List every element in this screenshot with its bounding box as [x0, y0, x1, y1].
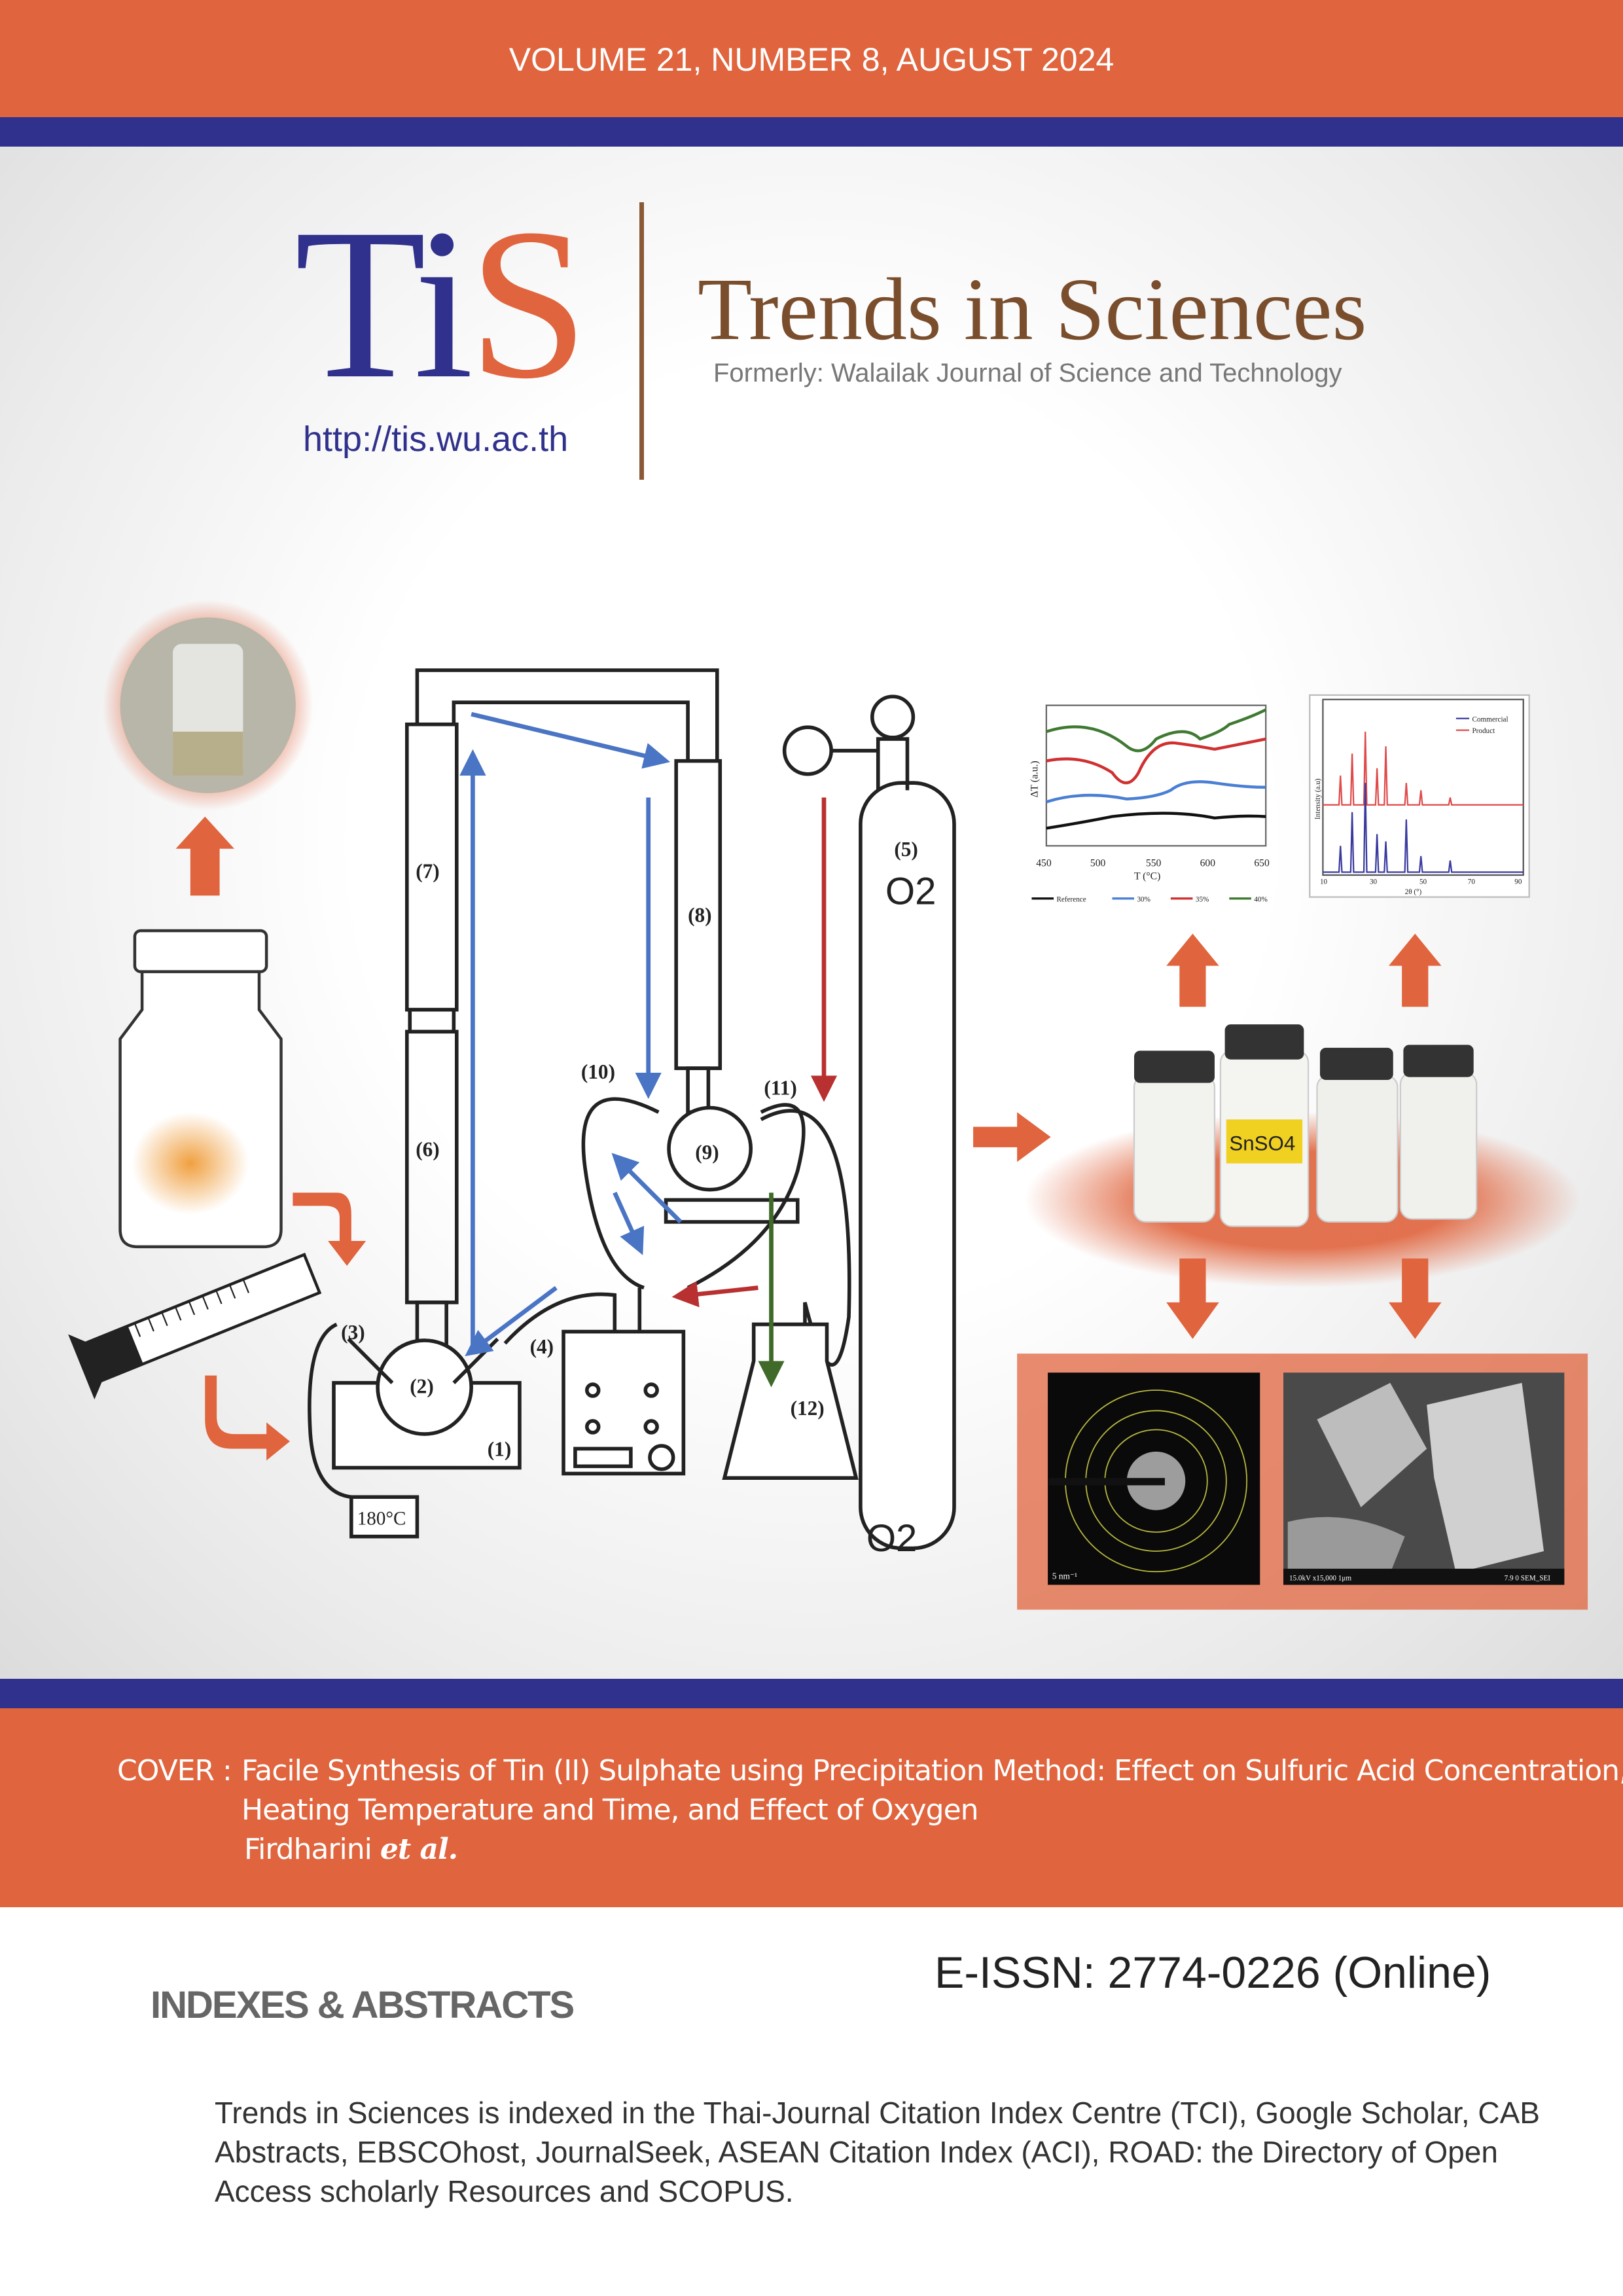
eissn: E-ISSN: 2774-0226 (Online)	[935, 1948, 1491, 1998]
curved-arrow-icon	[205, 1375, 290, 1461]
dta-xlabel: T (°C)	[1134, 871, 1160, 882]
saed-scale: 5 nm⁻¹	[1052, 1571, 1077, 1581]
vial-label: SnSO4	[1229, 1132, 1295, 1155]
xrd-xtick: 90	[1514, 878, 1522, 886]
cover-title-line1: Facile Synthesis of Tin (II) Sulphate us…	[241, 1754, 1623, 1787]
cover-title-line2: Heating Temperature and Time, and Effect…	[241, 1793, 979, 1827]
series-40	[1046, 708, 1267, 753]
label-6: (6)	[416, 1138, 440, 1160]
volume-issue: VOLUME 21, NUMBER 8, AUGUST 2024	[508, 41, 1115, 78]
graduated-cylinder	[68, 1253, 322, 1400]
arrow-right-icon	[973, 1112, 1051, 1162]
cover-story-banner: COVER : Facile Synthesis of Tin (II) Sul…	[0, 1708, 1623, 1907]
o2-label: O2	[885, 870, 936, 913]
dta-xtick: 500	[1090, 858, 1106, 869]
legend-commercial: Commercial	[1472, 715, 1508, 723]
dta-xtick: 600	[1200, 858, 1216, 869]
cover-author: Firdharini et al.	[244, 1833, 458, 1866]
indexes-heading: INDEXES & ABSTRACTS	[151, 1984, 575, 2026]
o2-label-bottom: O2	[866, 1517, 918, 1560]
xrd-commercial	[1323, 783, 1524, 873]
label-5: (5)	[894, 838, 918, 861]
sem-id: 7.9 0 SEM_SEI	[1505, 1575, 1551, 1583]
temperature-label: 180°C	[357, 1509, 406, 1530]
legend-product: Product	[1472, 727, 1495, 735]
dta-xtick: 550	[1146, 858, 1162, 869]
label-8: (8)	[688, 904, 712, 927]
curved-arrow-icon	[293, 1193, 366, 1266]
label-2: (2)	[410, 1374, 433, 1397]
xrd-xtick: 70	[1468, 878, 1476, 886]
xrd-xtick: 30	[1370, 878, 1378, 886]
xrd-xlabel: 2θ (°)	[1405, 888, 1422, 896]
arrow-up-icon	[1166, 933, 1219, 1007]
indexes-text: Trends in Sciences is indexed in the Tha…	[215, 2096, 1540, 2208]
sem-image: 15.0kV x15,000 1μm 7.9 0 SEM_SEI	[1283, 1372, 1565, 1585]
logo-divider	[639, 202, 644, 480]
journal-url[interactable]: http://tis.wu.ac.th	[303, 420, 569, 459]
legend-35: 35%	[1196, 895, 1209, 903]
arrow-down-icon	[1166, 1258, 1219, 1339]
journal-title: Trends in Sciences	[698, 260, 1367, 359]
cover-prefix: COVER :	[117, 1754, 232, 1787]
top-banner	[0, 0, 1623, 117]
bottom-stripe	[0, 1679, 1623, 1708]
sem-info: 15.0kV x15,000 1μm	[1289, 1575, 1351, 1583]
series-35	[1046, 737, 1266, 785]
saed-pattern-image: 5 nm⁻¹	[1048, 1372, 1260, 1585]
dta-chart: 450 500 550 600 650 T (°C) ΔT (a.u.) Ref…	[1029, 704, 1270, 903]
synthesis-apparatus	[308, 668, 956, 1551]
top-stripe	[0, 117, 1623, 147]
reagent-bottle	[118, 929, 283, 1249]
legend-30: 30%	[1137, 895, 1150, 903]
tis-logo: TiS	[294, 185, 588, 423]
product-vials-photo: SnSO4	[1024, 1024, 1580, 1288]
label-7: (7)	[416, 859, 440, 882]
sample-jar-photo	[102, 600, 313, 811]
arrow-down-icon	[1389, 1258, 1442, 1339]
label-11: (11)	[764, 1076, 796, 1099]
legend-reference: Reference	[1056, 895, 1086, 903]
series-30	[1046, 780, 1266, 804]
dta-xtick: 450	[1036, 858, 1052, 869]
arrow-up-icon	[1389, 933, 1442, 1007]
legend-40: 40%	[1254, 895, 1267, 903]
label-12: (12)	[791, 1397, 825, 1420]
former-name: Formerly: Walailak Journal of Science an…	[713, 359, 1342, 387]
label-9: (9)	[695, 1141, 719, 1164]
xrd-chart: 10 30 50 70 90 2θ (°) Intensity (a.u) Co…	[1309, 694, 1530, 898]
label-3: (3)	[341, 1321, 365, 1344]
dta-xtick: 650	[1254, 858, 1270, 869]
xrd-product	[1323, 731, 1524, 806]
xrd-xtick: 10	[1320, 878, 1328, 886]
label-10: (10)	[581, 1060, 615, 1083]
label-4: (4)	[530, 1335, 554, 1358]
series-reference	[1046, 812, 1266, 830]
dta-ylabel: ΔT (a.u.)	[1029, 761, 1040, 797]
xrd-xtick: 50	[1419, 878, 1427, 886]
label-1: (1)	[488, 1438, 511, 1461]
xrd-ylabel: Intensity (a.u)	[1314, 778, 1322, 819]
arrow-up-icon	[175, 816, 234, 896]
